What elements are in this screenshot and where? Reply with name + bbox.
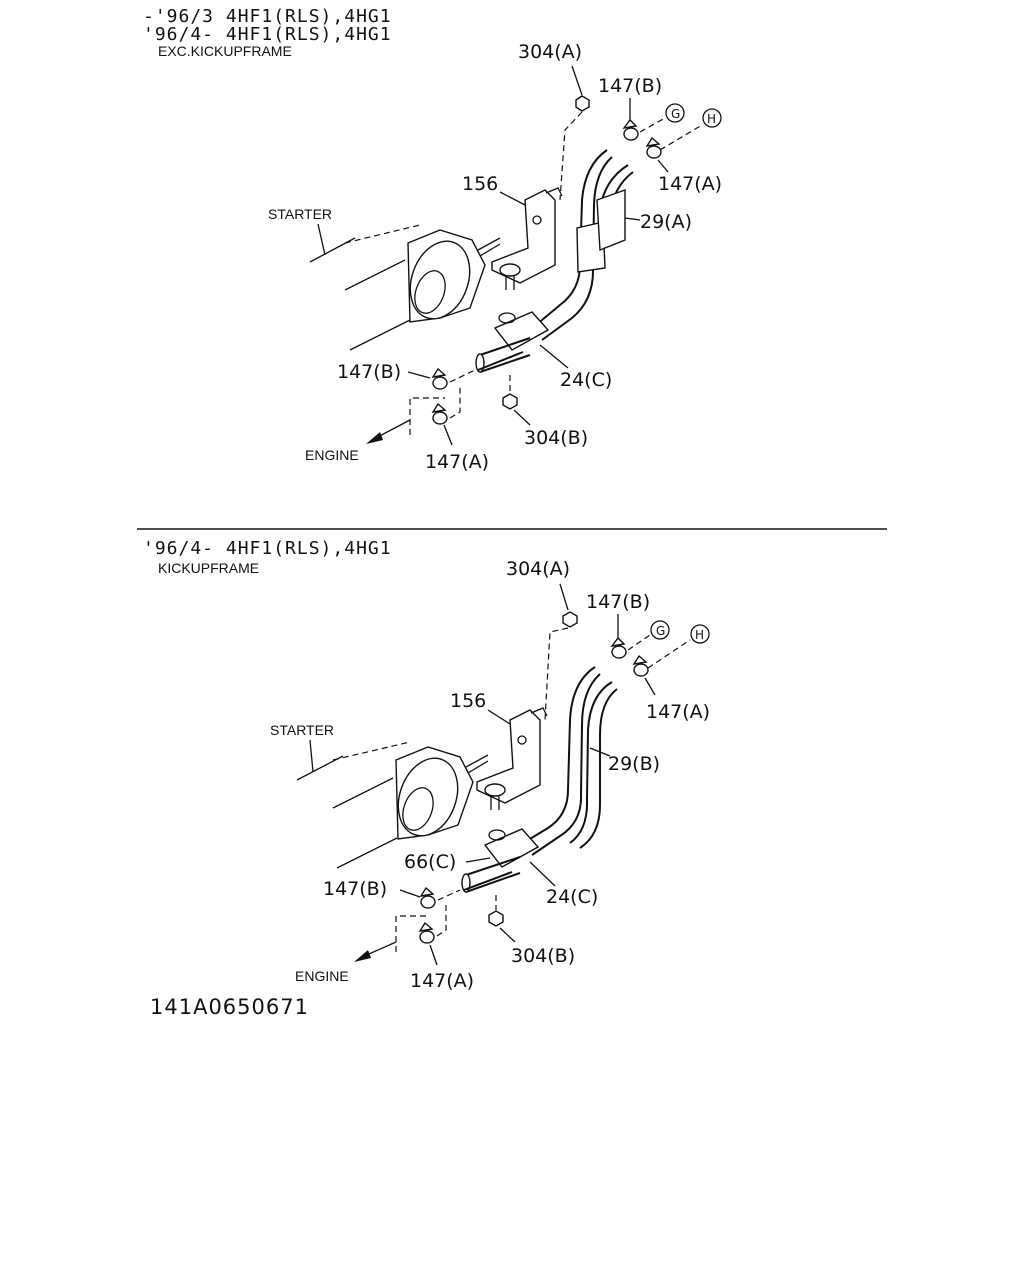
bottom-label-29b: 29(B) bbox=[608, 753, 660, 775]
top-circle-g-label: G bbox=[671, 107, 680, 121]
bottom-label-304b: 304(B) bbox=[511, 945, 575, 967]
top-starter-stud bbox=[477, 237, 501, 257]
top-circle-h bbox=[702, 108, 722, 128]
bottom-label-304a: 304(A) bbox=[506, 558, 570, 580]
top-bracket-156 bbox=[491, 187, 563, 290]
bottom-label-147a-lower: 147(A) bbox=[410, 970, 474, 992]
bottom-circle-h bbox=[690, 624, 710, 644]
bottom-circle-g-label: G bbox=[656, 624, 665, 638]
bottom-clamp-147b-lower bbox=[419, 886, 436, 909]
figure-code: 141A0650671 bbox=[150, 995, 309, 1019]
bottom-circle-h-label: H bbox=[695, 628, 704, 642]
top-clamp-147a-lower bbox=[431, 402, 448, 425]
bottom-clamp-147b-upper bbox=[610, 636, 627, 659]
top-label-304b: 304(B) bbox=[524, 427, 588, 449]
bottom-pipes bbox=[461, 666, 618, 893]
bottom-clamp-147a-upper bbox=[632, 654, 649, 677]
top-label-156: 156 bbox=[462, 173, 498, 195]
top-header-line2: '96/4- 4HF1(RLS),4HG1 bbox=[143, 24, 392, 45]
bottom-diagram: '96/4- 4HF1(RLS),4HG1 KICKUPFRAME STARTE… bbox=[143, 538, 710, 992]
top-label-304a: 304(A) bbox=[518, 41, 582, 63]
top-nut-304a bbox=[575, 95, 590, 112]
bottom-nut-304b bbox=[488, 910, 504, 927]
bottom-label-66c: 66(C) bbox=[404, 851, 456, 873]
top-starter-label: STARTER bbox=[268, 206, 332, 222]
top-circle-h-label: H bbox=[707, 112, 716, 126]
bottom-label-156: 156 bbox=[450, 690, 486, 712]
top-header-line3: EXC.KICKUPFRAME bbox=[158, 43, 292, 59]
bottom-label-147a-upper: 147(A) bbox=[646, 701, 710, 723]
top-starter-back-top bbox=[309, 237, 356, 263]
bottom-bracket-156 bbox=[476, 707, 548, 810]
bottom-starter-motor bbox=[296, 741, 489, 869]
bottom-starter-label: STARTER bbox=[270, 722, 334, 738]
top-pipes bbox=[475, 149, 634, 373]
top-label-147b-lower: 147(B) bbox=[337, 361, 401, 383]
bottom-nut-304a bbox=[562, 611, 578, 628]
top-clamp-147a-upper bbox=[645, 136, 662, 159]
bottom-label-147b-upper: 147(B) bbox=[586, 591, 650, 613]
bottom-label-24c: 24(C) bbox=[546, 886, 598, 908]
top-clip-24c bbox=[493, 311, 550, 351]
bottom-clip-24c bbox=[483, 828, 540, 868]
top-engine-label: ENGINE bbox=[305, 447, 359, 463]
top-nut-304b bbox=[502, 393, 518, 410]
top-header-line1: -'96/3 4HF1(RLS),4HG1 bbox=[143, 6, 392, 27]
top-label-147a-upper: 147(A) bbox=[658, 173, 722, 195]
top-label-24c: 24(C) bbox=[560, 369, 612, 391]
bottom-header-line2: KICKUPFRAME bbox=[158, 560, 259, 576]
top-clamp-147b-upper bbox=[622, 118, 639, 141]
bottom-clamp-147a-lower bbox=[418, 921, 435, 944]
top-grommet-29a bbox=[576, 221, 606, 273]
bottom-engine-label: ENGINE bbox=[295, 968, 349, 984]
top-label-29a: 29(A) bbox=[640, 211, 692, 233]
top-clamp-147b-lower bbox=[431, 367, 448, 390]
top-label-147a-lower: 147(A) bbox=[425, 451, 489, 473]
bottom-label-147b-lower: 147(B) bbox=[323, 878, 387, 900]
bottom-circle-g bbox=[650, 620, 670, 640]
top-starter-hidden bbox=[344, 224, 421, 244]
top-starter-body-end bbox=[409, 240, 471, 320]
top-circle-g bbox=[665, 103, 685, 123]
top-label-147b-upper: 147(B) bbox=[598, 75, 662, 97]
top-starter-motor bbox=[309, 224, 501, 351]
bottom-header-line1: '96/4- 4HF1(RLS),4HG1 bbox=[143, 538, 392, 559]
top-diagram: -'96/3 4HF1(RLS),4HG1 '96/4- 4HF1(RLS),4… bbox=[143, 6, 722, 473]
